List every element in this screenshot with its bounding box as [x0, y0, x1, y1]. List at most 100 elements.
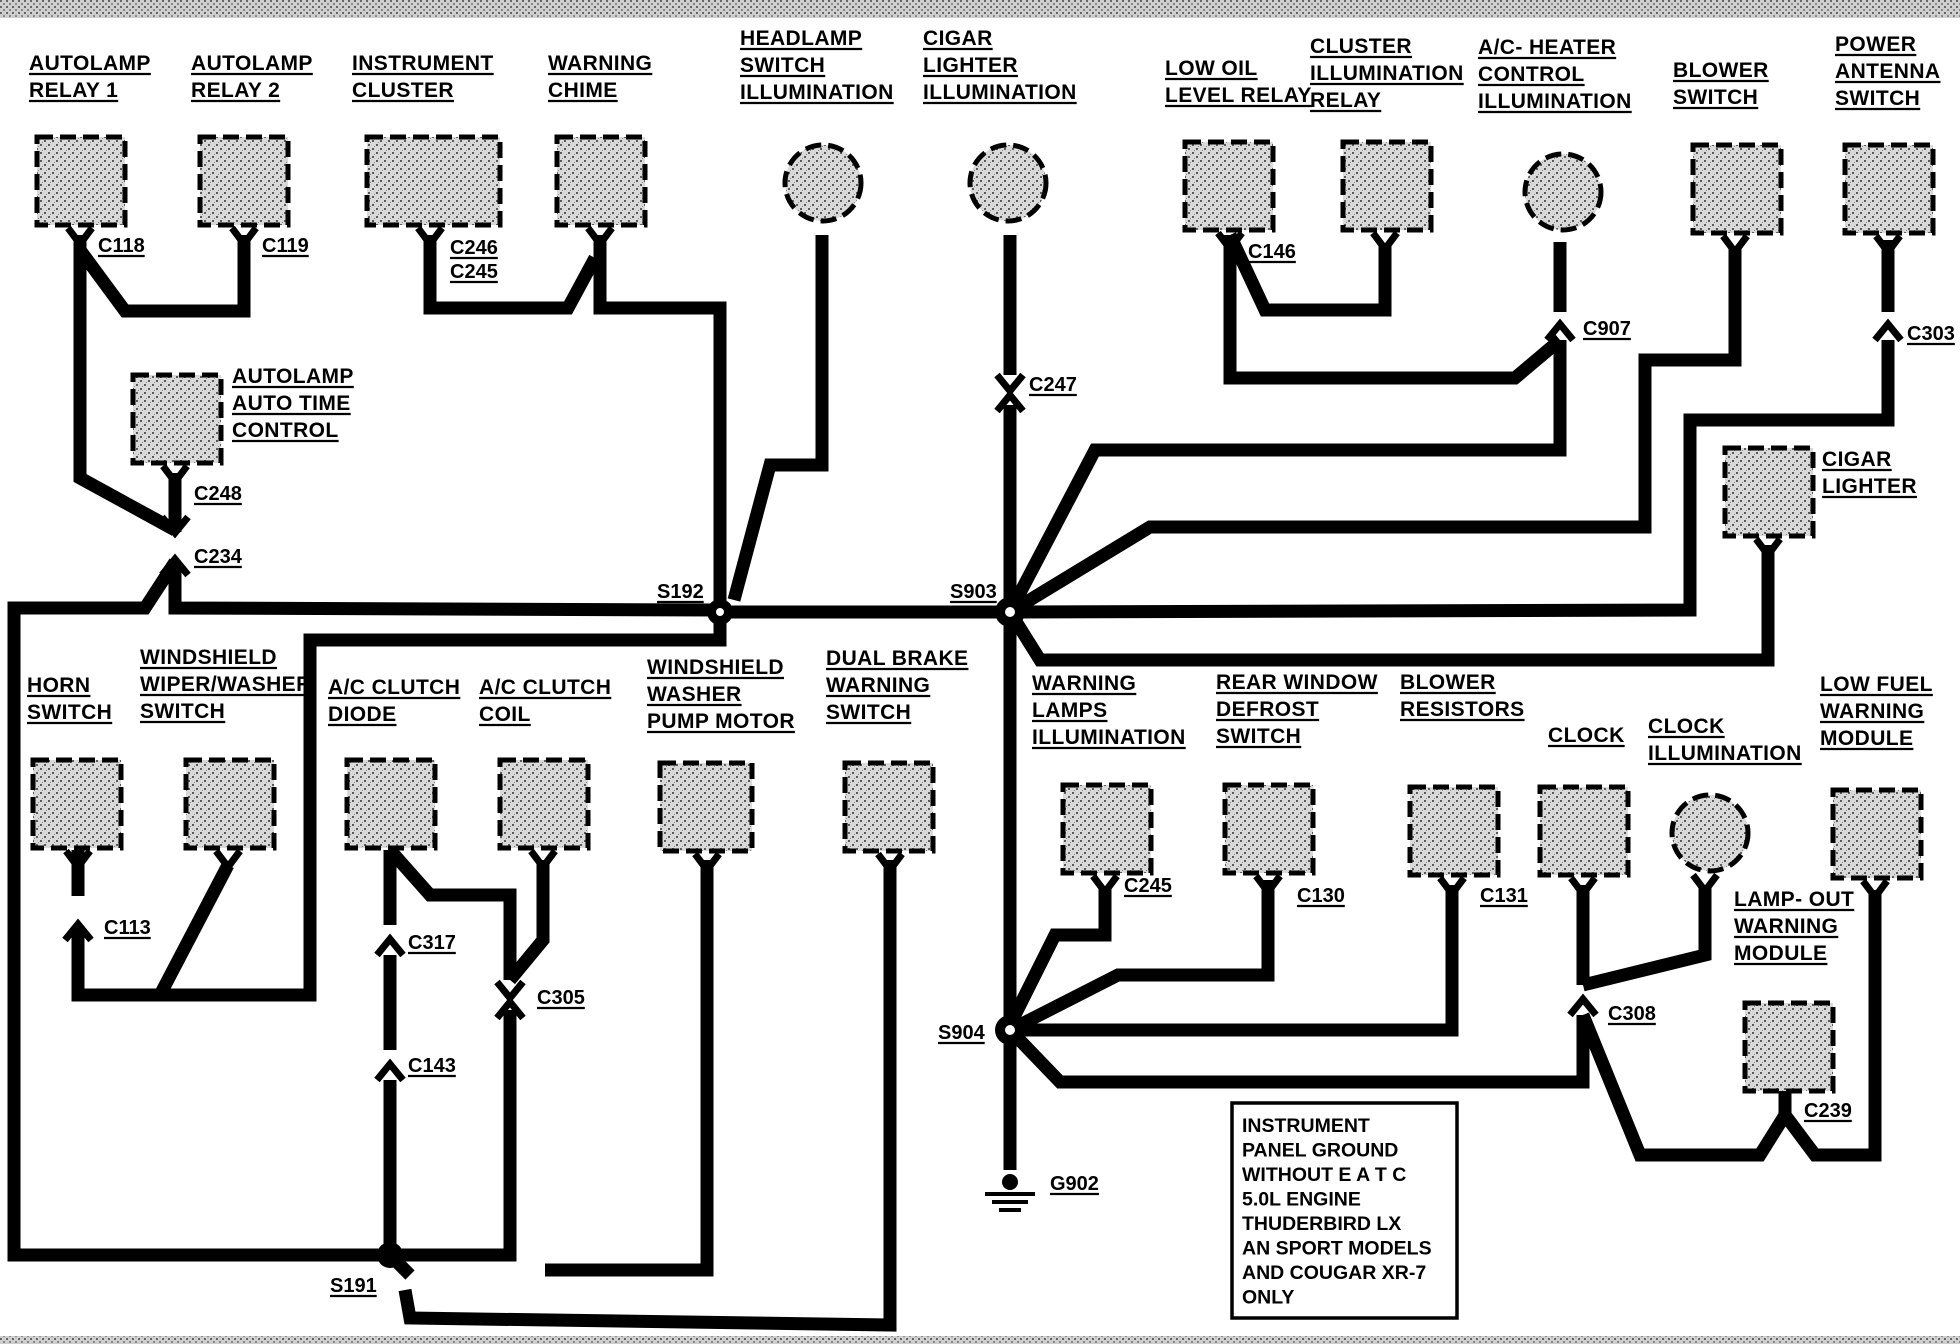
wire-blower-switch: [1006, 248, 1742, 618]
connector-c131: C131: [1480, 885, 1528, 907]
low-fuel-warning-module-label-line: LOW FUEL: [1820, 673, 1933, 696]
windshield-washer-pump-motor-label-line: WASHER: [647, 683, 742, 706]
low-fuel-warning-module-label-line: WARNING: [1820, 700, 1924, 723]
note-line: 5.0L ENGINE: [1242, 1189, 1361, 1211]
blower-resistors-label-line: RESISTORS: [1400, 698, 1525, 721]
autolamp-relay-2-box: [197, 134, 291, 228]
clock-label: CLOCK: [1548, 724, 1625, 748]
instrument-cluster-label-line: CLUSTER: [352, 79, 454, 102]
top-scan-edge: [0, 0, 1960, 18]
wire-ac-clutch-coil: [504, 860, 550, 985]
cigar-lighter-box: [1722, 445, 1816, 539]
wire-rear-window-defrost: [1007, 880, 1275, 1036]
warning-chime-box: [554, 134, 648, 228]
warning-lamps-illumination-label-line: WARNING: [1032, 672, 1136, 695]
autolamp-relay-2-label-line: AUTOLAMP: [191, 52, 313, 75]
windshield-wiper-washer-switch-label-line: WIPER/WASHER: [140, 673, 312, 696]
ac-heater-control-illumination-label-line: ILLUMINATION: [1478, 90, 1632, 113]
connector-c248: C248: [194, 483, 242, 505]
connector-c130: C130: [1297, 885, 1345, 907]
low-fuel-warning-module-label: LOW FUEL WARNING MODULE: [1820, 673, 1933, 751]
connector-c308: C308: [1608, 1003, 1656, 1025]
connector-c239: C239: [1804, 1100, 1852, 1122]
connector-c146: C146: [1248, 241, 1296, 263]
lamp-out-warning-module-label-line: MODULE: [1734, 942, 1827, 965]
ac-clutch-diode-label-line: DIODE: [328, 703, 397, 726]
autolamp-relay-2-label-line: RELAY 2: [191, 79, 280, 102]
cluster-illumination-relay-box: [1340, 139, 1434, 233]
connector-c317: C317: [408, 932, 456, 954]
warning-lamps-illumination-label-line: LAMPS: [1032, 699, 1108, 722]
lamp-out-warning-module-box: [1742, 1000, 1836, 1094]
connector-c247: C247: [1029, 374, 1077, 396]
ac-clutch-diode-label-line: A/C CLUTCH: [328, 676, 460, 699]
clock-label-line: CLOCK: [1548, 724, 1625, 747]
autolamp-auto-time-control-label-line: CONTROL: [232, 419, 339, 442]
autolamp-auto-time-control-label: AUTOLAMP AUTO TIME CONTROL: [232, 365, 354, 443]
low-oil-level-relay-box: [1182, 139, 1276, 233]
autolamp-relay-2-label: AUTOLAMP RELAY 2: [191, 52, 313, 103]
ac-clutch-diode-label: A/C CLUTCH DIODE: [328, 676, 461, 727]
warning-chime-label-line: CHIME: [548, 79, 618, 102]
cigar-lighter-illumination-bulb: [967, 142, 1049, 224]
power-antenna-switch-box: [1842, 142, 1936, 236]
low-fuel-warning-module-label-line: MODULE: [1820, 727, 1913, 750]
windshield-wiper-washer-switch-label-line: WINDSHIELD: [140, 646, 277, 669]
components: [30, 134, 1936, 1094]
note-line: PANEL GROUND: [1242, 1140, 1398, 1162]
connector-c234: C234: [194, 546, 243, 568]
dual-brake-warning-switch-label-line: WARNING: [826, 674, 930, 697]
wire-c308-s904: [1005, 1015, 1590, 1089]
lamp-out-warning-module-label-line: LAMP- OUT: [1734, 888, 1854, 911]
autolamp-relay-1-box: [34, 134, 128, 228]
note-line: THUDERBIRD LX: [1242, 1213, 1401, 1235]
ac-heater-control-illumination-label-line: A/C- HEATER: [1478, 36, 1616, 59]
power-antenna-switch-label-line: POWER: [1835, 33, 1916, 56]
connector-c113: C113: [104, 917, 151, 939]
splice-s191: [377, 1242, 403, 1268]
wire-blower-resistors: [1010, 885, 1459, 1037]
autolamp-auto-time-control-label-line: AUTOLAMP: [232, 365, 354, 388]
cluster-illumination-relay-label-line: CLUSTER: [1310, 35, 1412, 58]
dual-brake-warning-switch-label-line: SWITCH: [826, 701, 911, 724]
connector-c303: C303: [1907, 323, 1955, 345]
horn-switch-label-line: HORN: [27, 674, 90, 697]
blower-switch-box: [1690, 142, 1784, 236]
windshield-washer-pump-motor-label-line: PUMP MOTOR: [647, 710, 795, 733]
connector-c907: C907: [1583, 318, 1631, 340]
clock-illumination-label-line: CLOCK: [1648, 715, 1725, 738]
wire-c234-left-bus: [7, 558, 385, 1262]
rear-window-defrost-switch-label-line: DEFROST: [1216, 698, 1319, 721]
cigar-lighter-illumination-label-line: ILLUMINATION: [923, 81, 1077, 104]
blower-resistors-box: [1407, 784, 1501, 878]
ground-label-g902: G902: [1050, 1173, 1099, 1195]
splices: [377, 597, 1025, 1268]
ac-heater-control-illumination-bulb: [1522, 151, 1604, 233]
wire-autolamp-relays: [74, 235, 251, 318]
wire-wiper-to-bus: [160, 612, 727, 1002]
ac-clutch-coil-box: [497, 757, 591, 851]
headlamp-switch-illumination-label-line: SWITCH: [740, 54, 825, 77]
wire-warning-lamps-illumination: [1004, 888, 1112, 1028]
cluster-illumination-relay-label-line: RELAY: [1310, 89, 1381, 112]
splice-label-s192: S192: [657, 581, 704, 603]
clock-illumination-bulb: [1669, 792, 1751, 874]
autolamp-auto-time-control-label-line: AUTO TIME: [232, 392, 351, 415]
low-oil-level-relay-label-line: LEVEL RELAY: [1165, 84, 1312, 107]
autolamp-relay-1-label-line: AUTOLAMP: [29, 52, 151, 75]
